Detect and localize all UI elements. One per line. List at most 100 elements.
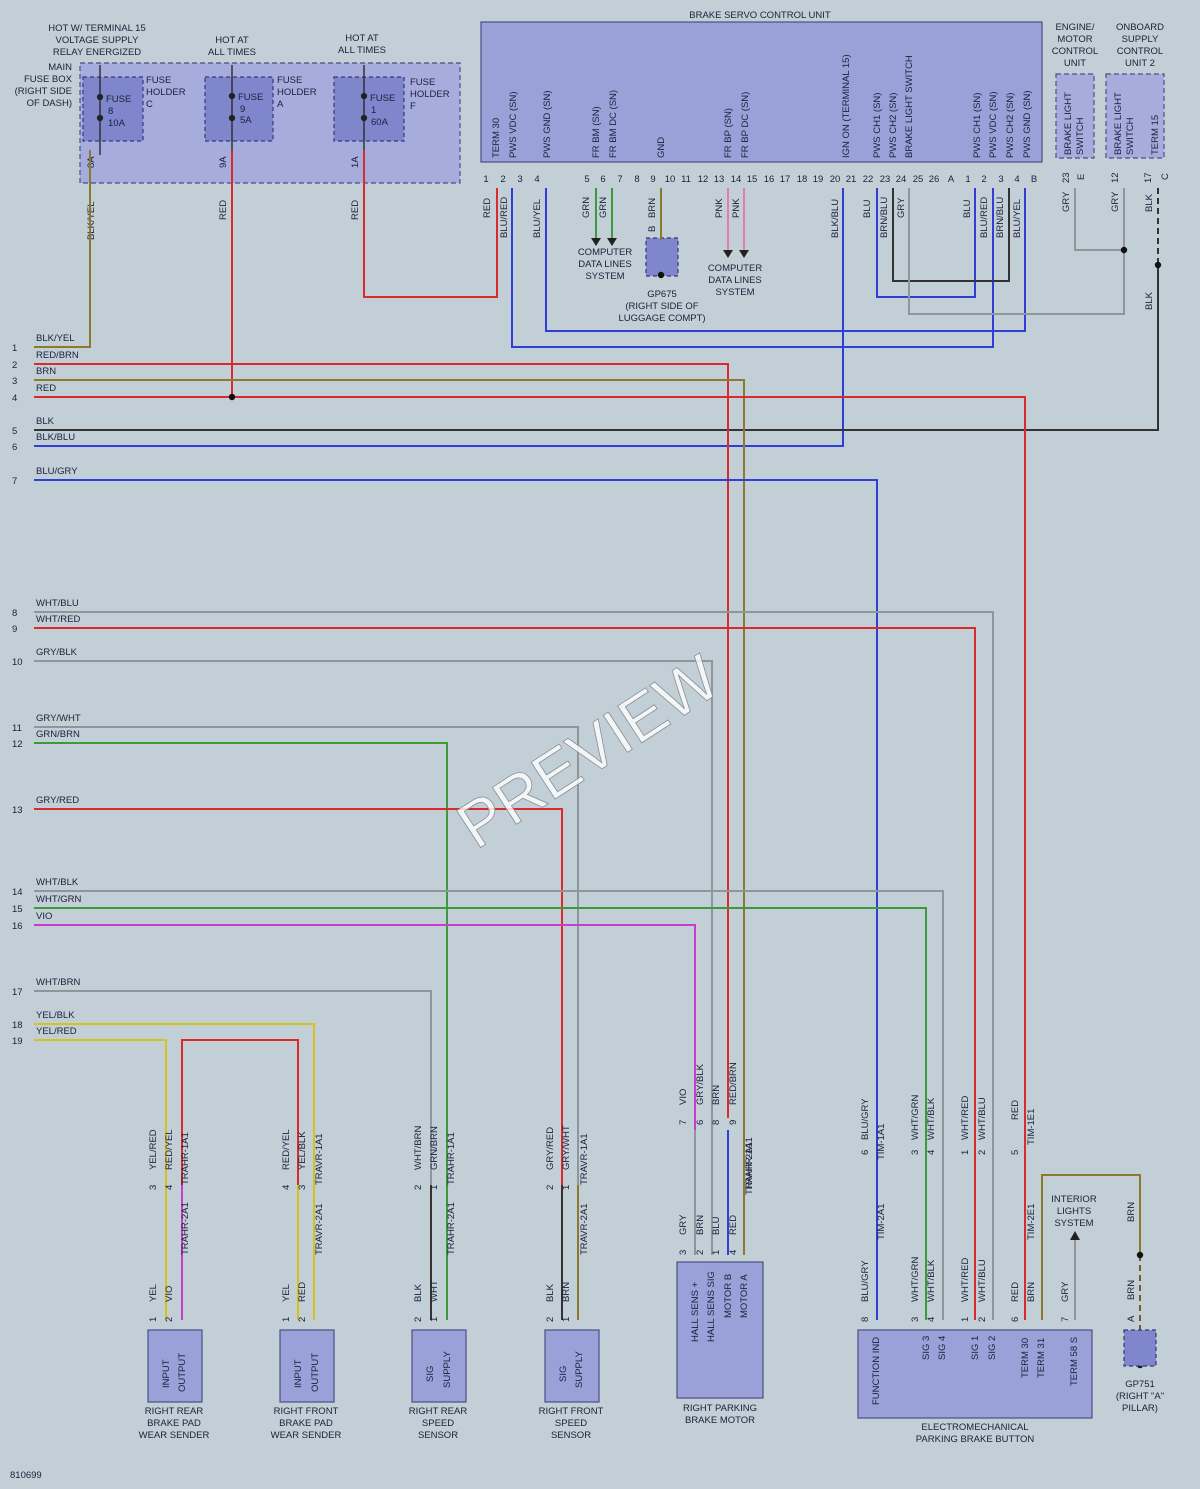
ecu-wire-pnk-1: PNK [714,198,725,218]
comp0-upper-3: RED/YEL [164,1129,175,1170]
comp4-lower-0: 3 [678,1250,689,1255]
comp5-lower-12: RED [1010,1282,1021,1302]
comp5-upper-9: 2 [977,1150,988,1155]
front-speed-sensor-box [544,1329,600,1403]
ecu-pin-16: 17 [780,174,791,185]
ecu-pin-14: 15 [747,174,758,185]
brake-servo-control-unit: BRAKE SERVO CONTROL UNIT TERM 30 PWS VDC… [480,10,1043,185]
wire-paths [34,150,1162,1369]
button-pin-sig4: SIG 4 [937,1336,948,1360]
fuse-8-label-1: FUSE [106,94,131,105]
ecu-pin-8: 9 [650,174,655,185]
comp0-lower-0: 1 [148,1317,159,1322]
button-pin-term58s: TERM 58 S [1069,1337,1080,1386]
comp4-upper-7: RED/BRN [728,1062,739,1105]
ecu-frame [480,21,1043,163]
ecu-wire-grn-1: GRN [581,197,592,218]
comp0-lower-4: TRAHR-2A1 [180,1202,191,1255]
comp5-lower-3: 3 [910,1317,921,1322]
comp0-lower-3: VIO [164,1286,175,1302]
comp3-lower-2: 1 [561,1317,572,1322]
supply-3-title-2: ALL TIMES [338,45,386,56]
bus-label-10: GRY/BLK [36,647,78,658]
onboard-pin-12: 12 [1110,172,1121,183]
fuse-8-label-2: 8 [108,106,113,117]
cdl2-line1: COMPUTER [708,263,763,274]
comp5-upper-5: 4 [926,1150,937,1155]
front-pad-title-1: RIGHT FRONT [274,1406,339,1417]
bus-number-12: 12 [12,739,23,750]
comp3-upper-0: 2 [545,1185,556,1190]
ecu-wire-brn-blu-b: BRN/BLU [995,197,1006,238]
ecu-wire-blu-yel: BLU/YEL [532,199,543,238]
ecu-pin-label-pws-ch2: PWS CH2 (SN) [888,93,899,158]
comp4-upper-4: 8 [711,1120,722,1125]
ecu-wire-blu-b: BLU [962,199,973,218]
comp3-lower-1: BLK [545,1283,556,1302]
fuse-box-title-1: MAIN [48,62,72,73]
interior-lights-2: LIGHTS [1057,1206,1091,1217]
ecu-wire-gry: GRY [896,197,907,218]
wire-21 [34,611,994,1320]
bus-label-13: GRY/RED [36,795,79,806]
comp5-upper-11: 5 [1010,1150,1021,1155]
ecu-wire-pnk-2: PNK [731,198,742,218]
comp3-upper-2: 1 [561,1185,572,1190]
ecu-pin-4: 5 [584,174,589,185]
comp5-upper-13: TIM-1E1 [1026,1109,1037,1145]
rear-pad-pin-output: OUTPUT [177,1353,188,1392]
bus-number-2: 2 [12,360,17,371]
cdl1-line3: SYSTEM [585,271,624,282]
cdl2-line2: DATA LINES [708,275,762,286]
comp5-upper-12: RED [1010,1100,1021,1120]
fuse-holder-a-2: HOLDER [277,87,317,98]
comp5-upper-3: 3 [910,1150,921,1155]
pin-9a: 9A [218,156,229,168]
rear-speed-pin-supply: SUPPLY [442,1351,453,1388]
bus-number-13: 13 [12,805,23,816]
fuse-8-label-3: 10A [108,118,126,129]
bus-label-18: YEL/BLK [36,1010,75,1021]
fuse-9-holder [204,76,274,142]
bus-number-16: 16 [12,921,23,932]
ecu-pin-label-pws-gnd-b: PWS GND (SN) [1022,90,1033,158]
onboard-pin-c: C [1160,173,1171,180]
fuse-box-title-3: (RIGHT SIDE [15,86,72,97]
motor-title-1: RIGHT PARKING [683,1403,757,1414]
ecu-wire-brn: BRN [647,198,658,218]
ecu-wire-blk-blu: BLK/BLU [830,199,841,238]
ecu-pin-15: 16 [764,174,775,185]
comp4-lower-4: 1 [711,1250,722,1255]
ecu-pin-6: 7 [617,174,622,185]
bus-number-18: 18 [12,1020,23,1031]
bus-label-17: WHT/BRN [36,977,80,988]
motor-title-2: BRAKE MOTOR [685,1415,755,1426]
fuse-1-holder [333,76,405,142]
engine-unit-pin-e: E [1076,174,1087,180]
cdl1-line2: DATA LINES [578,259,632,270]
ecu-pin-21: 22 [863,174,874,185]
engine-unit-pin-23: 23 [1061,172,1072,183]
comp1-upper-3: YEL/BLK [297,1131,308,1170]
bus-number-15: 15 [12,904,23,915]
bus-number-4: 4 [12,393,17,404]
ecu-pin-17: 18 [797,174,808,185]
supply-2-title-1: HOT AT [215,35,249,46]
ecu-pin-label-pws-vdc: PWS VDC (SN) [508,92,519,159]
bus-label-15: WHT/GRN [36,894,82,905]
comp4-lower-2: 2 [695,1250,706,1255]
fuse-1-label-1: FUSE [370,93,395,104]
gp751-pin-a: A [1126,1315,1137,1322]
motor-pin-hall-sig: HALL SENS SIG [706,1271,717,1342]
front-speed-pin-sig: SIG [558,1366,569,1382]
comp0-upper-1: YEL/RED [148,1129,159,1170]
comp5-lower-14: 7 [1060,1317,1071,1322]
comp0-upper-0: 3 [148,1185,159,1190]
comp3-upper-1: GRY/RED [545,1127,556,1170]
comp1-upper-2: 3 [297,1185,308,1190]
comp2-lower-2: 1 [429,1317,440,1322]
supply-1-title-2: VOLTAGE SUPPLY [56,35,140,46]
ecu-pin-label-group: TERM 30 PWS VDC (SN) PWS GND (SN) FR BM … [491,54,1033,158]
comp4-upper-5: BRN [711,1085,722,1105]
